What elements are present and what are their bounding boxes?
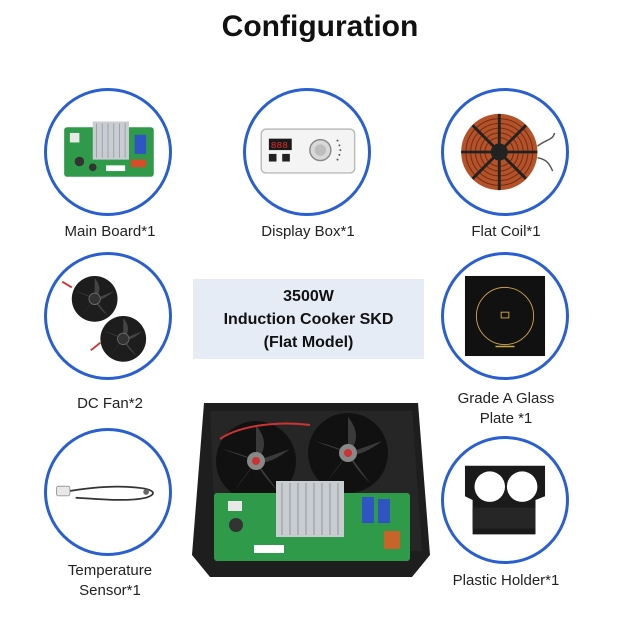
plastic-holder-circle [441, 436, 569, 564]
glass-plate-icon [464, 275, 546, 357]
main-board-circle [44, 88, 172, 216]
main-board-icon [64, 121, 154, 177]
glass-plate-label: Grade A Glass Plate *1 [426, 389, 586, 429]
flat-coil-label: Flat Coil*1 [471, 223, 541, 240]
product-model: (Flat Model) [263, 333, 354, 351]
glass-plate-circle [441, 252, 569, 380]
glass-plate-label-line2: Plate *1 [479, 410, 533, 427]
temperature-sensor-icon [56, 485, 154, 501]
assembled-cooker-image [192, 403, 430, 577]
dc-fan-circle [44, 252, 172, 380]
dc-fan-icon [61, 275, 147, 362]
plastic-holder-label: Plastic Holder*1 [452, 572, 560, 589]
page-title: Configuration [221, 10, 419, 43]
display-readout: 888 [271, 140, 288, 151]
plastic-holder-icon [464, 465, 546, 535]
flat-coil-circle [441, 88, 569, 216]
product-title-box: 3500W Induction Cooker SKD (Flat Model) [193, 279, 424, 359]
display-box-icon: 888 [260, 128, 356, 174]
temperature-sensor-label-line2: Sensor*1 [79, 582, 141, 599]
temperature-sensor-label-line1: Temperature [67, 562, 153, 579]
temperature-sensor-label: Temperature Sensor*1 [30, 561, 190, 601]
product-power: 3500W [283, 287, 334, 305]
temperature-sensor-circle [44, 428, 172, 556]
display-box-circle: 888 [243, 88, 371, 216]
main-board-label: Main Board*1 [64, 223, 156, 240]
product-name: Induction Cooker SKD [223, 310, 394, 328]
dc-fan-label: DC Fan*2 [77, 395, 143, 412]
display-box-label: Display Box*1 [261, 223, 355, 240]
glass-plate-label-line1: Grade A Glass [457, 390, 555, 407]
flat-coil-icon [461, 113, 556, 191]
